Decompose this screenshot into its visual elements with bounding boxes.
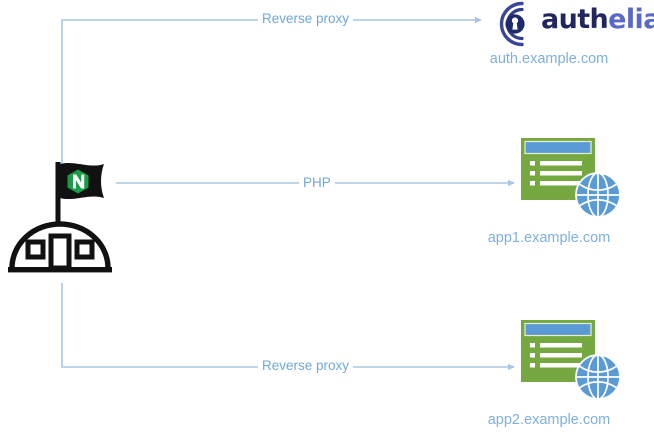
caption-app2-example-com: app2.example.com xyxy=(487,412,611,428)
app2-web-app-icon xyxy=(521,320,621,400)
edge-label-reverse-proxy-auth: Reverse proxy xyxy=(258,12,354,26)
app1-web-app-icon xyxy=(521,138,621,218)
caption-auth-example-com: auth.example.com xyxy=(489,51,609,67)
edge-label-reverse-proxy-app2: Reverse proxy xyxy=(258,359,354,373)
edge-reverse-proxy-auth xyxy=(61,16,482,183)
edge-reverse-proxy-app2 xyxy=(61,283,515,371)
authelia-keyhole-icon xyxy=(499,1,525,47)
nginx-dome-server-icon xyxy=(8,162,112,273)
authelia-wordmark-part2: elia xyxy=(608,4,654,35)
caption-app1-example-com: app1.example.com xyxy=(487,230,611,246)
edge-label-php: PHP xyxy=(299,176,335,190)
authelia-wordmark-part1: auth xyxy=(541,4,609,35)
authelia-wordmark: authelia xyxy=(541,4,654,36)
